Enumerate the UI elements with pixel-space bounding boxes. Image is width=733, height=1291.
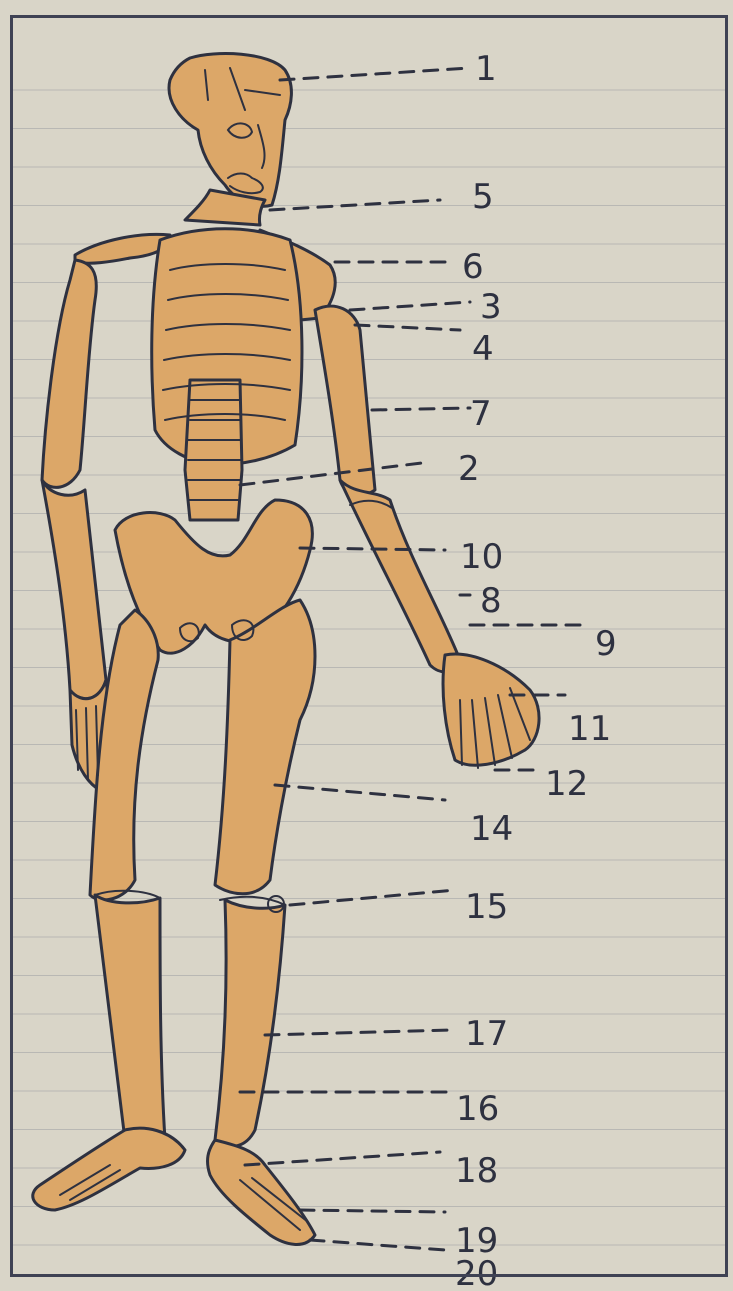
page-border xyxy=(10,15,728,1277)
